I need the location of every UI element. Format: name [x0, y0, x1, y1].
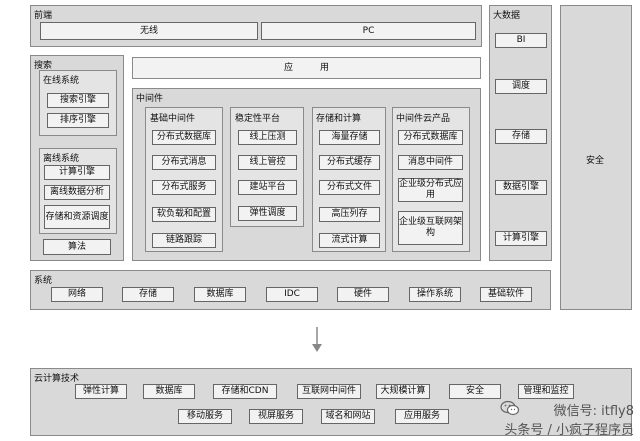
cloud-computing-panel: 云计算技术 弹性计算 数据库 存储和CDN 互联网中间件 大规模计算 安全 管理… [30, 368, 632, 436]
basic-middleware-title: 基础中间件 [150, 114, 196, 124]
cloud-database: 数据库 [143, 384, 195, 399]
stability-elastic-scheduling: 弹性调度 [238, 206, 297, 221]
offline-system-title: 离线系统 [43, 154, 80, 164]
search-title: 搜索 [34, 61, 53, 71]
cloud-enterprise-distributed-app: 企业级分布式应用 [398, 178, 463, 202]
storage-massive: 海量存储 [319, 130, 380, 145]
cloud-video-service: 视屏服务 [249, 409, 303, 424]
security-panel: 安全 [560, 5, 632, 310]
frontend-panel: 前端 无线 PC [30, 5, 482, 47]
watermark-toutiao: 头条号 / 小疯子程序员 [504, 423, 634, 438]
middleware-stability-group: 稳定性平台 线上压测 线上管控 建站平台 弹性调度 [230, 107, 304, 227]
system-hardware: 硬件 [337, 287, 389, 302]
offline-system-group: 离线系统 计算引擎 离线数据分析 存储和资源调度 [39, 148, 117, 234]
system-base-software: 基础软件 [480, 287, 532, 302]
stability-online-stress-test: 线上压测 [238, 130, 297, 145]
cloud-computing-title: 云计算技术 [34, 374, 80, 384]
storage-column-store: 高压列存 [319, 207, 380, 222]
cloud-enterprise-internet-arch: 企业级互联网架构 [398, 211, 463, 245]
middleware-panel: 中间件 基础中间件 分布式数据库 分布式消息 分布式服务 软负载和配置 链路跟踪… [132, 88, 481, 261]
storage-distributed-file: 分布式文件 [319, 180, 380, 195]
online-search-engine: 搜索引擎 [47, 93, 109, 108]
cloud-internet-middleware: 互联网中间件 [297, 384, 361, 399]
middleware-cloud-products-group: 中间件云产品 分布式数据库 消息中间件 企业级分布式应用 企业级互联网架构 [392, 107, 470, 252]
middleware-storage-compute-group: 存储和计算 海量存储 分布式缓存 分布式文件 高压列存 流式计算 [312, 107, 386, 252]
basic-soft-load-config: 软负载和配置 [152, 207, 216, 222]
cloud-mobile-service: 移动服务 [178, 409, 232, 424]
system-os: 操作系统 [409, 287, 461, 302]
cloud-storage-cdn: 存储和CDN [213, 384, 277, 399]
system-title: 系统 [34, 276, 53, 286]
cloud-management-monitoring: 管理和监控 [518, 384, 574, 399]
offline-storage-scheduling: 存储和资源调度 [44, 205, 110, 229]
bigdata-compute-engine: 计算引擎 [495, 231, 547, 246]
cloud-security: 安全 [449, 384, 501, 399]
security-title: 安全 [586, 156, 605, 166]
wechat-icon [500, 400, 520, 416]
bigdata-data-engine: 数据引擎 [495, 180, 547, 195]
frontend-title: 前端 [34, 11, 53, 21]
stability-platform-title: 稳定性平台 [235, 114, 281, 124]
bigdata-bi: BI [495, 33, 547, 48]
basic-distributed-db: 分布式数据库 [152, 130, 216, 145]
bigdata-title: 大数据 [493, 11, 521, 21]
stability-site-platform: 建站平台 [238, 180, 297, 195]
application-bar: 应 用 [132, 57, 481, 79]
cloud-distributed-db: 分布式数据库 [398, 130, 463, 145]
cloud-message-middleware: 消息中间件 [398, 155, 463, 170]
cloud-large-scale-compute: 大规模计算 [376, 384, 430, 399]
storage-distributed-cache: 分布式缓存 [319, 155, 380, 170]
cloud-domain-website: 域名和网站 [321, 409, 375, 424]
storage-stream-compute: 流式计算 [319, 233, 380, 248]
system-panel: 系统 网络 存储 数据库 IDC 硬件 操作系统 基础软件 [30, 270, 551, 310]
stability-online-control: 线上管控 [238, 155, 297, 170]
watermark-wechat: 微信号: itfly8 [553, 404, 634, 419]
cloud-app-service: 应用服务 [395, 409, 449, 424]
storage-compute-title: 存储和计算 [316, 114, 362, 124]
frontend-wireless: 无线 [40, 22, 258, 40]
offline-data-analysis: 离线数据分析 [44, 185, 110, 200]
middleware-title: 中间件 [136, 94, 164, 104]
system-storage: 存储 [122, 287, 174, 302]
basic-distributed-service: 分布式服务 [152, 180, 216, 195]
search-panel: 搜索 在线系统 搜索引擎 排序引擎 离线系统 计算引擎 离线数据分析 存储和资源… [30, 55, 124, 261]
online-system-title: 在线系统 [43, 76, 80, 86]
system-database: 数据库 [194, 287, 246, 302]
algorithm-box: 算法 [43, 239, 111, 255]
system-network: 网络 [51, 287, 103, 302]
bigdata-storage: 存储 [495, 129, 547, 144]
bigdata-scheduling: 调度 [495, 79, 547, 94]
basic-trace: 链路跟踪 [152, 233, 216, 248]
online-ranking-engine: 排序引擎 [47, 113, 109, 128]
middleware-basic-group: 基础中间件 分布式数据库 分布式消息 分布式服务 软负载和配置 链路跟踪 [145, 107, 223, 252]
basic-distributed-message: 分布式消息 [152, 155, 216, 170]
frontend-pc: PC [261, 22, 476, 40]
bigdata-panel: 大数据 BI 调度 存储 数据引擎 计算引擎 [489, 5, 552, 261]
system-idc: IDC [266, 287, 318, 302]
cloud-products-title: 中间件云产品 [396, 114, 451, 124]
cloud-elastic-compute: 弹性计算 [75, 384, 127, 399]
offline-compute-engine: 计算引擎 [44, 165, 110, 180]
online-system-group: 在线系统 搜索引擎 排序引擎 [39, 70, 117, 136]
arrow-down-icon [312, 327, 322, 352]
